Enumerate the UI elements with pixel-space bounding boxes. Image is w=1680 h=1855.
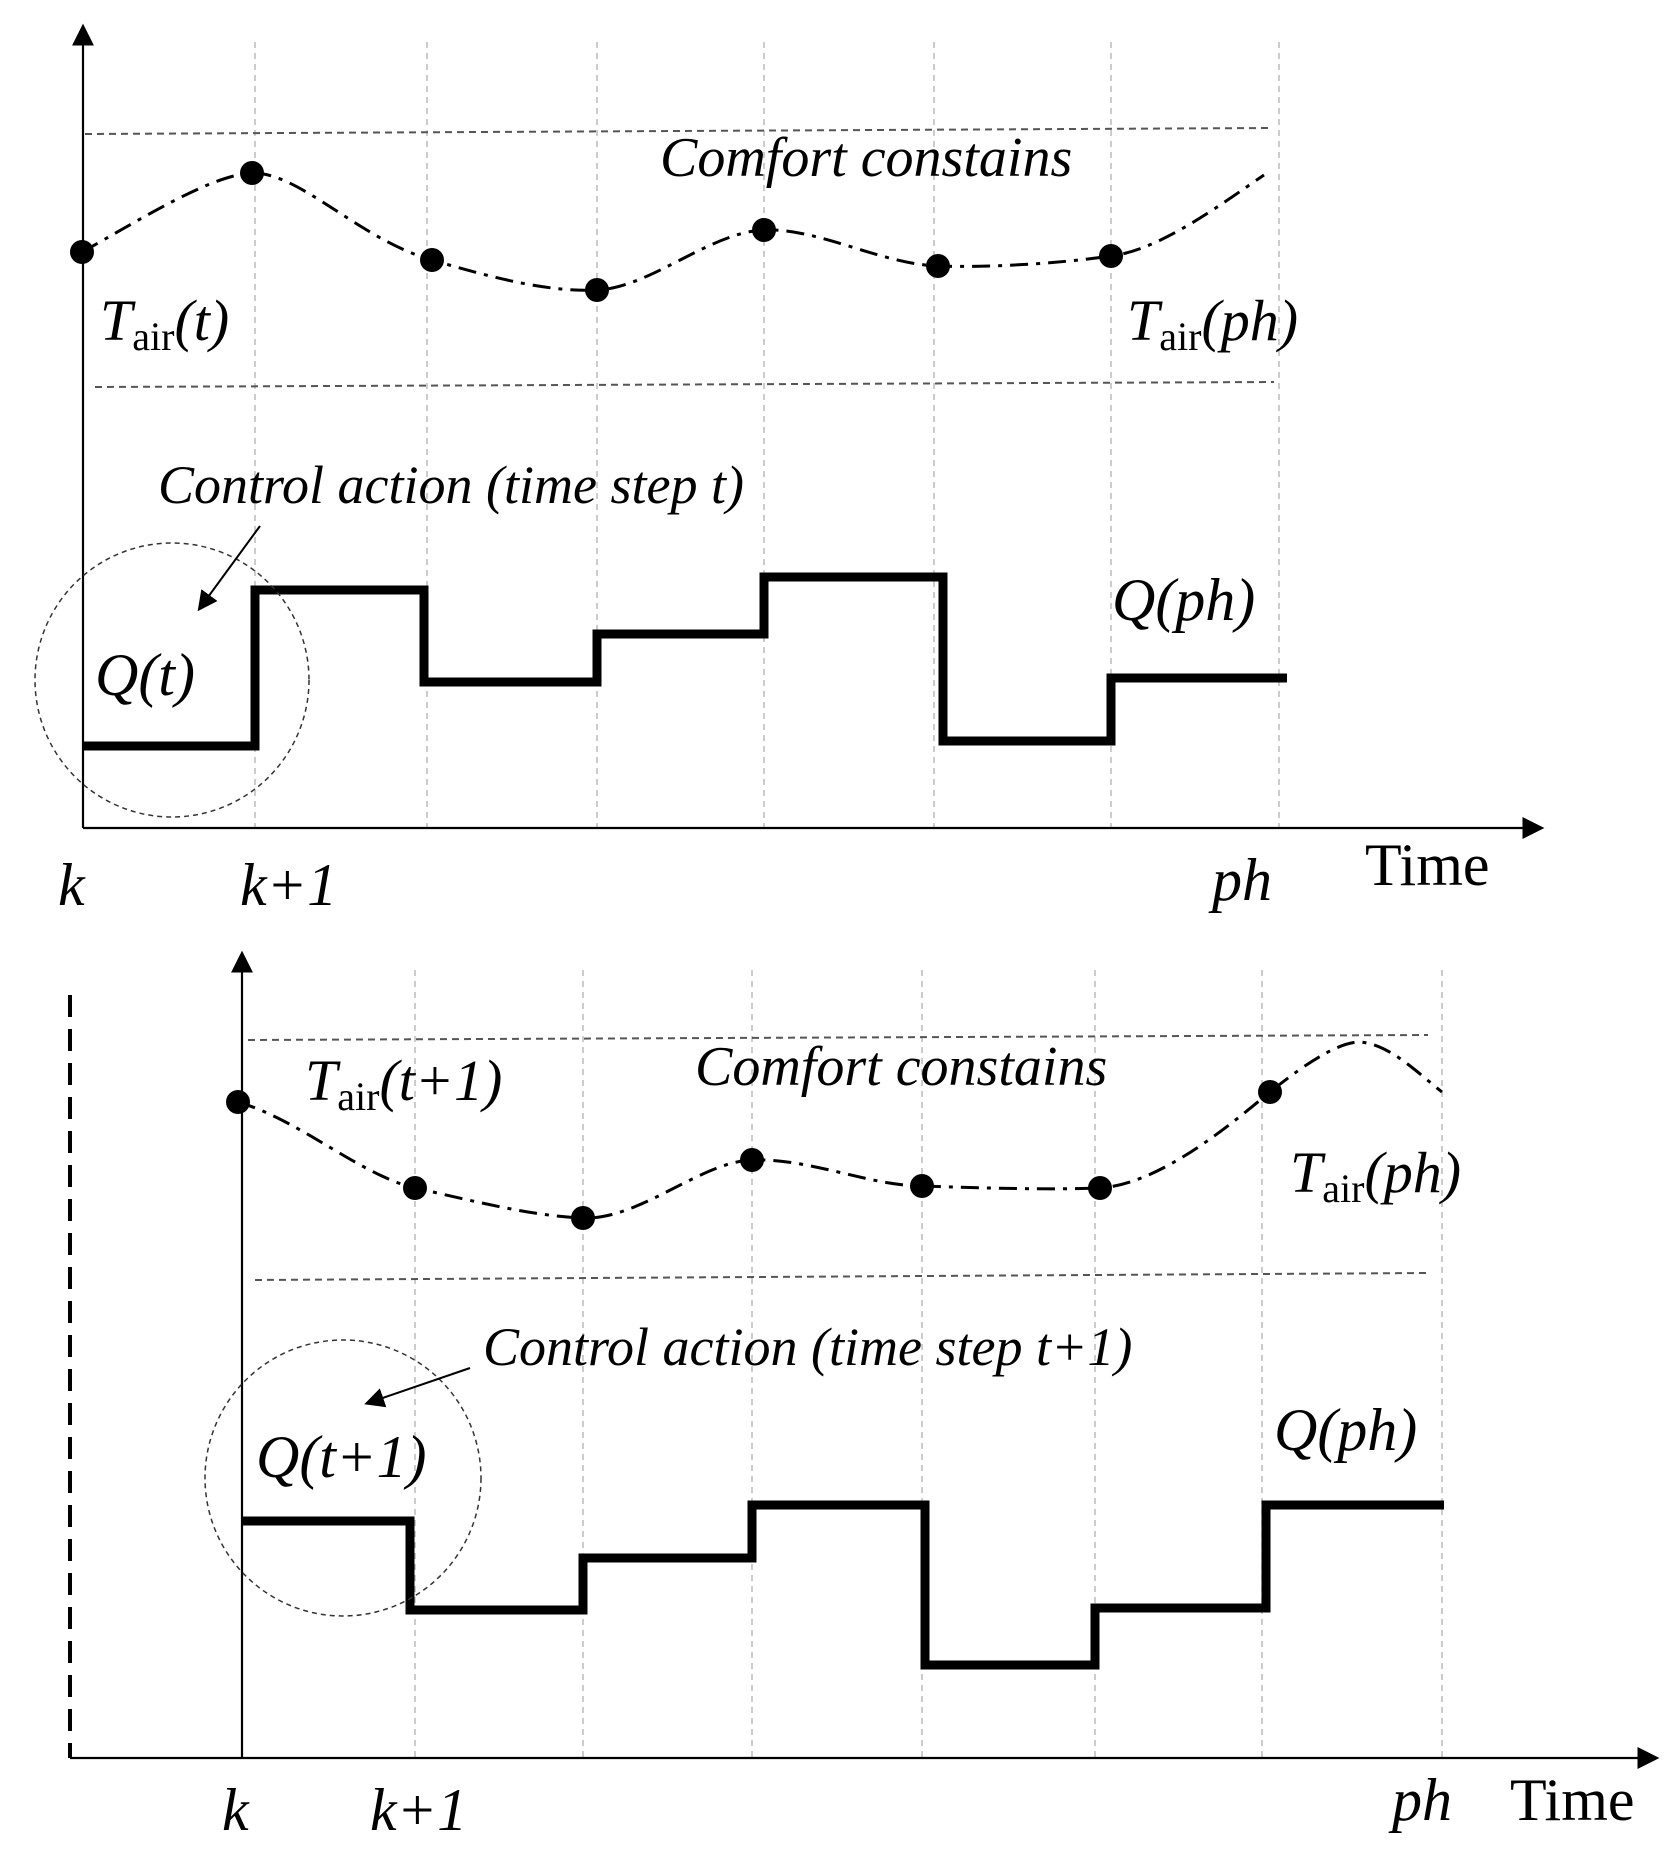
bottom-tair-end-label: Tair(ph) (1290, 1140, 1461, 1211)
top-temp-point (1099, 244, 1123, 268)
top-comfort-lower-line (94, 381, 1275, 388)
top-q-start-label: Q(t) (95, 642, 195, 708)
top-control-arrow (197, 525, 261, 612)
bottom-comfort-lower-line (254, 1272, 1429, 1281)
top-tair-end-label: Tair(ph) (1127, 288, 1298, 359)
bottom-tick-k1: k+1 (370, 1777, 467, 1843)
bottom-q-end-label: Q(ph) (1274, 1397, 1417, 1463)
bottom-tair-start-label: Tair(t+1) (305, 1048, 502, 1119)
bottom-q-start-label: Q(t+1) (256, 1424, 426, 1490)
bottom-temp-point (910, 1174, 934, 1198)
top-temp-point (926, 254, 950, 278)
bottom-temperature-trajectory (237, 1040, 1443, 1220)
bottom-tick-k: k (222, 1777, 250, 1843)
bottom-control-step-function (242, 1500, 1444, 1670)
bottom-control-arrow (364, 1367, 471, 1408)
top-temp-point (70, 240, 94, 264)
bottom-temp-point (226, 1090, 250, 1114)
bottom-temp-point (403, 1176, 427, 1200)
bottom-temp-point (740, 1148, 764, 1172)
bottom-temp-point (571, 1206, 595, 1230)
top-temp-point (752, 218, 776, 242)
bottom-control-label: Control action (time step t+1) (483, 1317, 1132, 1377)
bottom-panel: Comfort constains Tair(t+1) Tair(ph) Con… (68, 950, 1660, 1843)
top-current-action-circle (34, 542, 310, 818)
top-q-end-label: Q(ph) (1112, 567, 1255, 633)
bottom-comfort-upper-line (247, 1034, 1429, 1041)
top-tick-ph: ph (1208, 847, 1272, 913)
top-control-step-function (83, 572, 1287, 751)
bottom-tick-ph: ph (1388, 1767, 1452, 1833)
top-temp-point (585, 278, 609, 302)
bottom-temperature-points (226, 1080, 1282, 1230)
top-control-label: Control action (time step t) (158, 455, 744, 515)
top-temp-point (240, 161, 264, 185)
top-temperature-points (70, 161, 1123, 302)
top-axis-time-label: Time (1365, 832, 1490, 898)
bottom-axis-time-label: Time (1510, 1767, 1635, 1833)
bottom-current-action-circle (204, 1339, 482, 1617)
top-panel: Comfort constains Tair(t) Tair(ph) Contr… (34, 23, 1545, 918)
bottom-temp-point (1088, 1176, 1112, 1200)
top-temperature-trajectory (81, 171, 1265, 292)
top-tick-k: k (58, 852, 86, 918)
top-comfort-upper-line (84, 127, 1271, 135)
top-tick-k1: k+1 (240, 852, 337, 918)
bottom-temp-point (1258, 1080, 1282, 1104)
top-tair-start-label: Tair(t) (100, 288, 229, 359)
bottom-comfort-label: Comfort constains (695, 1036, 1107, 1098)
top-temp-point (420, 248, 444, 272)
top-comfort-label: Comfort constains (660, 127, 1072, 189)
